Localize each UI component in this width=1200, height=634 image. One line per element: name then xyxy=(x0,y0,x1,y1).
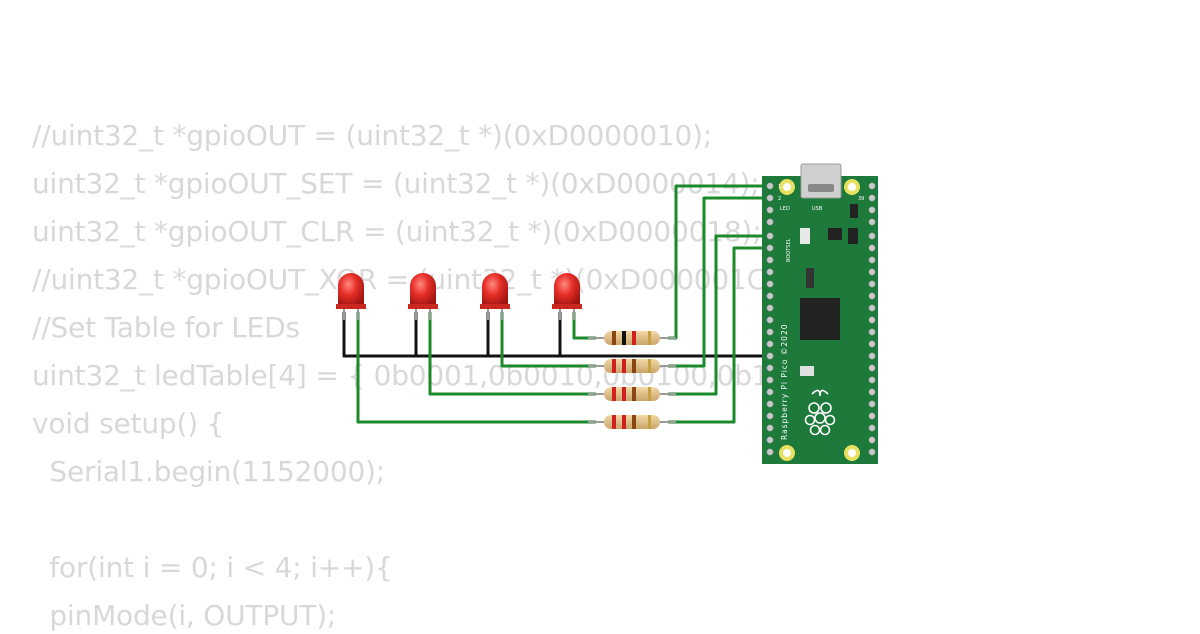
bootsel-button[interactable] xyxy=(800,228,810,244)
resistor-2[interactable] xyxy=(588,359,676,373)
led-to-resistor-wires[interactable] xyxy=(356,312,596,424)
raspberry-pi-pico-board[interactable]: 1 2 39 LED USB BOOTSEL Raspberry Pi Pico… xyxy=(762,163,878,464)
right-pin-header xyxy=(868,182,876,456)
ground-wire[interactable] xyxy=(342,312,770,358)
usb-connector xyxy=(800,163,842,199)
resistor-3[interactable] xyxy=(588,387,676,401)
led-label: LED xyxy=(780,206,790,212)
led-2[interactable] xyxy=(408,273,438,320)
test-pad xyxy=(800,366,814,376)
pin-39-label: 39 xyxy=(858,196,864,202)
code-line: pinMode(i, OUTPUT); xyxy=(32,599,337,632)
code-line: uint32_t *gpioOUT_CLR = (uint32_t *)(0xD… xyxy=(32,215,762,248)
board-name-label: Raspberry Pi Pico ©2020 xyxy=(780,324,789,441)
led-1[interactable] xyxy=(336,273,366,320)
raspberry-logo-icon xyxy=(804,389,836,436)
resistor-to-pico-wires[interactable] xyxy=(668,184,770,424)
code-line: uint32_t ledTable[4] = { 0b0001,0b0010,0… xyxy=(32,359,858,392)
usb-label: USB xyxy=(812,206,823,212)
pin-2-label: 2 xyxy=(778,196,781,202)
code-line: for(int i = 0; i < 4; i++){ xyxy=(32,551,393,584)
bootsel-label: BOOTSEL xyxy=(786,238,792,262)
regulator-chip xyxy=(828,228,842,240)
code-line: void setup() { xyxy=(32,407,225,440)
flash-chip xyxy=(806,268,814,288)
left-pin-header xyxy=(766,182,774,456)
pin-1-label: 1 xyxy=(778,184,781,190)
code-line: //uint32_t *gpioOUT = (uint32_t *)(0xD00… xyxy=(32,119,713,152)
crystal-chip xyxy=(848,228,858,244)
code-line: uint32_t *gpioOUT_SET = (uint32_t *)(0xD… xyxy=(32,167,760,200)
mounting-holes xyxy=(779,179,860,461)
code-line: //Set Table for LEDs xyxy=(32,311,300,344)
resistor-4[interactable] xyxy=(588,415,676,429)
led-smd xyxy=(850,204,858,218)
led-4[interactable] xyxy=(552,273,582,320)
resistor-1[interactable] xyxy=(588,331,676,345)
rp2040-chip xyxy=(800,298,840,340)
led-3[interactable] xyxy=(480,273,510,320)
code-line: Serial1.begin(1152000); xyxy=(32,455,386,488)
